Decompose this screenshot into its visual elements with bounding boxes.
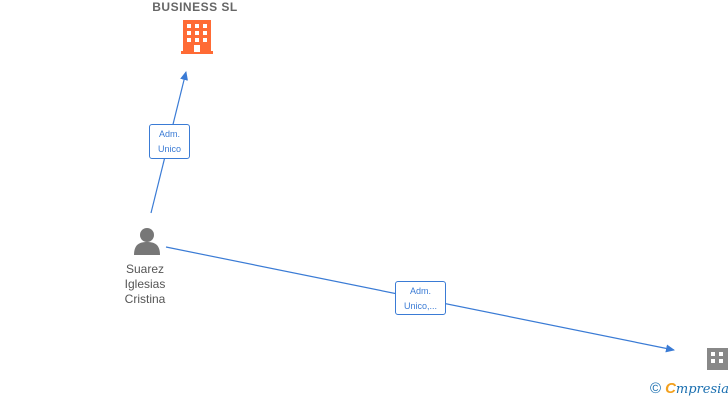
person-icon[interactable]: [134, 228, 160, 255]
brand-logo-text: mpresia: [675, 382, 728, 397]
brand-logo-initial: C: [665, 380, 676, 397]
edge-label-role: Adm. Unico: [149, 124, 190, 159]
company-name-label[interactable]: BUSINESS SL: [152, 0, 238, 14]
edge-label-line: Adm.: [158, 129, 180, 139]
edge-label-line: Adm.: [409, 286, 431, 296]
edge-label-line: Unico: [157, 144, 181, 154]
brand-watermark: ©Cmpresia: [650, 380, 728, 397]
building-icon-partial[interactable]: [707, 348, 728, 370]
copyright-symbol: ©: [650, 380, 662, 397]
person-name-line: Suarez: [125, 262, 165, 276]
edge-label-role: Adm. Unico,...: [395, 281, 446, 315]
person-name-line: Iglesias: [124, 277, 166, 291]
person-name-line: Cristina: [124, 292, 166, 306]
person-name-label[interactable]: Suarez Iglesias Cristina: [105, 262, 185, 307]
building-icon[interactable]: [181, 20, 213, 54]
edge-label-line: Unico,...: [403, 301, 437, 311]
